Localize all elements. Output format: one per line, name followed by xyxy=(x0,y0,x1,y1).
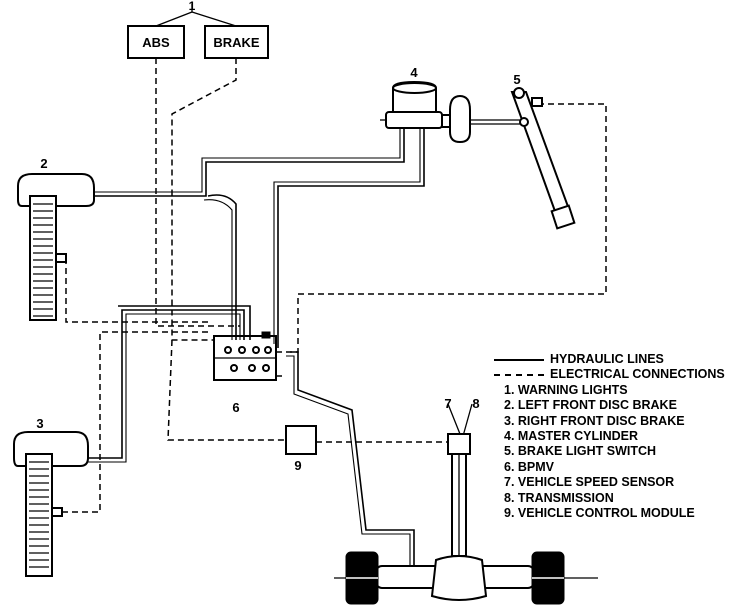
legend-electrical: ELECTRICAL CONNECTIONS xyxy=(494,367,739,382)
callout-1: 1 xyxy=(189,0,196,13)
callouts: 1 2 3 4 5 6 7 8 9 xyxy=(36,0,520,473)
vehicle-speed-sensor xyxy=(447,433,471,455)
legend-item: 8. TRANSMISSION xyxy=(504,490,614,505)
callout-8: 8 xyxy=(472,396,479,411)
abs-label: ABS xyxy=(142,35,170,50)
brake-light-switch xyxy=(531,97,543,107)
rear-axle xyxy=(334,551,598,605)
legend: HYDRAULIC LINES ELECTRICAL CONNECTIONS 1… xyxy=(494,352,739,521)
legend-hydraulic: HYDRAULIC LINES xyxy=(494,352,739,367)
legend-hydraulic-label: HYDRAULIC LINES xyxy=(550,352,664,366)
legend-items: 1. WARNING LIGHTS 2. LEFT FRONT DISC BRA… xyxy=(494,383,739,522)
left-front-disc-brake xyxy=(17,173,95,321)
abs-warning-light xyxy=(127,25,185,59)
bpmv xyxy=(213,331,277,381)
right-front-disc-brake xyxy=(13,431,89,577)
callout-6: 6 xyxy=(232,400,239,415)
legend-item: 5. BRAKE LIGHT SWITCH xyxy=(504,444,657,459)
legend-item: 1. WARNING LIGHTS xyxy=(504,382,628,397)
legend-item: 3. RIGHT FRONT DISC BRAKE xyxy=(504,413,685,428)
brake-label: BRAKE xyxy=(213,35,260,50)
brake-pedal xyxy=(510,87,576,230)
left-rotor-fins xyxy=(33,203,53,317)
warning-lights: ABS BRAKE xyxy=(127,4,269,59)
legend-item: 4. MASTER CYLINDER xyxy=(504,428,639,443)
legend-item: 2. LEFT FRONT DISC BRAKE xyxy=(504,398,677,413)
callout-7: 7 xyxy=(444,396,451,411)
brake-warning-light xyxy=(204,25,269,59)
legend-electrical-label: ELECTRICAL CONNECTIONS xyxy=(550,367,725,382)
callout-9: 9 xyxy=(294,458,301,473)
electrical-connections xyxy=(62,58,607,513)
callout-2: 2 xyxy=(40,156,47,171)
left-wheel-speed-sensor xyxy=(55,253,67,263)
master-cylinder xyxy=(380,80,520,144)
callout-4: 4 xyxy=(410,65,418,80)
right-rotor-fins xyxy=(29,461,49,568)
legend-item: 7. VEHICLE SPEED SENSOR xyxy=(504,475,675,490)
transmission xyxy=(447,403,473,557)
hydraulic-line-swatch xyxy=(494,358,544,361)
electrical-line-swatch xyxy=(494,374,544,377)
right-wheel-speed-sensor xyxy=(51,507,63,517)
legend-item: 6. BPMV xyxy=(504,459,555,474)
callout-5: 5 xyxy=(513,72,520,87)
legend-item: 9. VEHICLE CONTROL MODULE xyxy=(504,505,695,520)
callout-3: 3 xyxy=(36,416,43,431)
vehicle-control-module xyxy=(285,425,317,455)
